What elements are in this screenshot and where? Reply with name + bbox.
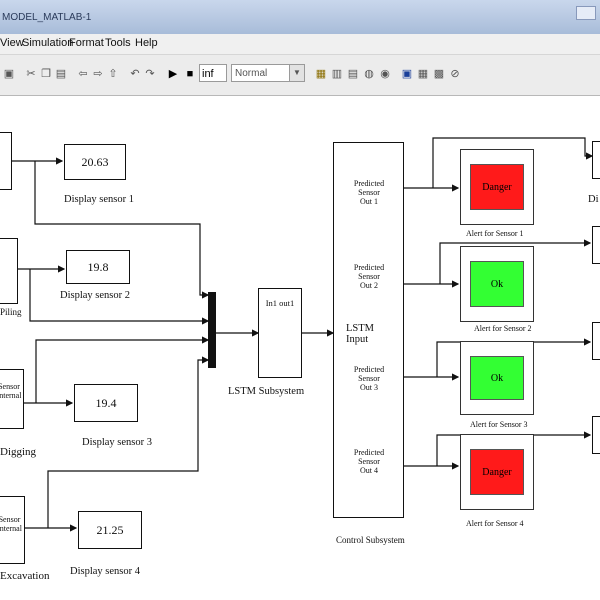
alert-sensor-2-label: Alert for Sensor 2 (474, 324, 532, 333)
right-display-1[interactable] (592, 141, 600, 179)
model-explorer-icon[interactable]: ◉ (380, 68, 390, 80)
back-icon[interactable]: ⇦ (78, 68, 88, 80)
source-2-label: Piling (0, 307, 22, 317)
up-icon[interactable]: ⇧ (108, 68, 118, 80)
build-icon[interactable]: ▦ (315, 68, 327, 80)
simulation-mode-select[interactable]: Normal ▼ (231, 64, 305, 82)
simulation-mode-value: Normal (235, 68, 268, 79)
alert-sensor-3-label: Alert for Sensor 3 (470, 420, 528, 429)
alert-sensor-2-indicator: Ok (470, 261, 524, 307)
right-display-2[interactable] (592, 226, 600, 264)
start-simulation-icon[interactable]: ▶ (168, 68, 178, 80)
lstm-subsystem-label: LSTM Subsystem (228, 386, 305, 397)
model-browser-icon[interactable]: ▦ (417, 68, 429, 80)
display-sensor-1-label: Display sensor 1 (64, 194, 134, 205)
chevron-down-icon: ▼ (289, 65, 304, 81)
alert-sensor-2[interactable]: Ok (460, 246, 534, 322)
menu-tools[interactable]: Tools (105, 37, 131, 49)
alert-sensor-4[interactable]: Danger (460, 434, 534, 510)
display-sensor-2[interactable]: 19.8 (66, 250, 130, 284)
source-4-text: Sensor Internal (0, 515, 22, 533)
line-src3-mux (35, 336, 210, 403)
line-out3-right (436, 338, 592, 377)
source-block-2[interactable] (0, 238, 18, 304)
right-display-3[interactable] (592, 322, 600, 360)
zoom-icon[interactable]: ⊘ (450, 68, 460, 80)
print-icon[interactable]: ▣ (3, 68, 15, 80)
source-4-label: Excavation (0, 570, 50, 582)
lstm-port-text: In1 out1 (265, 298, 295, 308)
mux-block[interactable] (208, 292, 216, 368)
window-title: MODEL_MATLAB-1 (2, 12, 92, 23)
line-out4-right (436, 431, 592, 466)
line-src1-mux (34, 161, 210, 299)
redo-icon[interactable]: ↷ (145, 68, 155, 80)
source-block-1[interactable] (0, 132, 12, 190)
menu-simulation[interactable]: Simulation (22, 37, 74, 49)
control-output-1: Predicted Sensor Out 1 (353, 179, 385, 206)
lstm-subsystem-block[interactable]: In1 out1 (258, 288, 302, 378)
cut-icon[interactable]: ✂ (26, 68, 36, 80)
debugger-icon[interactable]: ▩ (433, 68, 445, 80)
control-output-3: Predicted Sensor Out 3 (353, 365, 385, 392)
display-sensor-4-label: Display sensor 4 (70, 566, 140, 577)
alert-sensor-3-indicator: Ok (470, 356, 524, 400)
display-sensor-4[interactable]: 21.25 (78, 511, 142, 549)
right-display-1-label: Di (588, 194, 599, 205)
line-src2-mux (29, 269, 210, 325)
title-bar: MODEL_MATLAB-1 (0, 0, 600, 34)
forward-icon[interactable]: ⇨ (93, 68, 103, 80)
alert-sensor-1[interactable]: Danger (460, 149, 534, 225)
alert-sensor-4-label: Alert for Sensor 4 (466, 519, 524, 528)
stop-time-input[interactable]: inf (199, 64, 227, 82)
build-subsystem-icon[interactable]: ▤ (347, 68, 359, 80)
display-sensor-1[interactable]: 20.63 (64, 144, 126, 180)
stop-simulation-icon[interactable]: ■ (186, 68, 194, 80)
display-sensor-3-label: Display sensor 3 (82, 437, 152, 448)
line-out1-right (432, 137, 594, 188)
paste-icon[interactable]: ▤ (55, 68, 67, 80)
control-subsystem-block[interactable]: Predicted Sensor Out 1 Predicted Sensor … (333, 142, 404, 518)
library-icon[interactable]: ◍ (364, 68, 374, 80)
source-3-text: Sensor Internal (0, 382, 22, 400)
display-sensor-3[interactable]: 19.4 (74, 384, 138, 422)
control-output-2: Predicted Sensor Out 2 (353, 263, 385, 290)
alert-sensor-3[interactable]: Ok (460, 341, 534, 415)
source-block-4[interactable]: Sensor Internal (0, 496, 25, 564)
source-block-3[interactable]: Sensor Internal (0, 369, 24, 429)
undo-icon[interactable]: ↶ (130, 68, 140, 80)
library-browser-icon[interactable]: ▣ (401, 68, 413, 80)
line-src4-mux (47, 356, 210, 528)
alert-sensor-4-indicator: Danger (470, 449, 524, 495)
menu-view[interactable]: View (0, 37, 24, 49)
menu-help[interactable]: Help (135, 37, 158, 49)
signal-lines (12, 137, 594, 532)
control-subsystem-label: Control Subsystem (336, 535, 405, 545)
copy-icon[interactable]: ❐ (41, 68, 51, 80)
source-3-label: Digging (0, 446, 37, 458)
alert-sensor-1-indicator: Danger (470, 164, 524, 210)
control-output-4: Predicted Sensor Out 4 (353, 448, 385, 475)
right-display-4[interactable] (592, 416, 600, 454)
menu-format[interactable]: Format (69, 37, 104, 49)
control-input-label: LSTM Input (346, 323, 375, 345)
update-diagram-icon[interactable]: ▥ (331, 68, 343, 80)
alert-sensor-1-label: Alert for Sensor 1 (466, 229, 524, 238)
display-sensor-2-label: Display sensor 2 (60, 290, 130, 301)
line-out2-right (439, 239, 592, 284)
window-control-button[interactable] (576, 6, 596, 20)
toolbar: ▣ ✂ ❐ ▤ ⇦ ⇨ ⇧ ↶ ↷ ▶ ■ inf Normal ▼ ▦ ▥ ▤… (0, 55, 600, 96)
menu-bar: View Simulation Format Tools Help (0, 34, 600, 55)
model-canvas[interactable]: Piling Sensor Internal Digging Sensor In… (0, 96, 600, 600)
